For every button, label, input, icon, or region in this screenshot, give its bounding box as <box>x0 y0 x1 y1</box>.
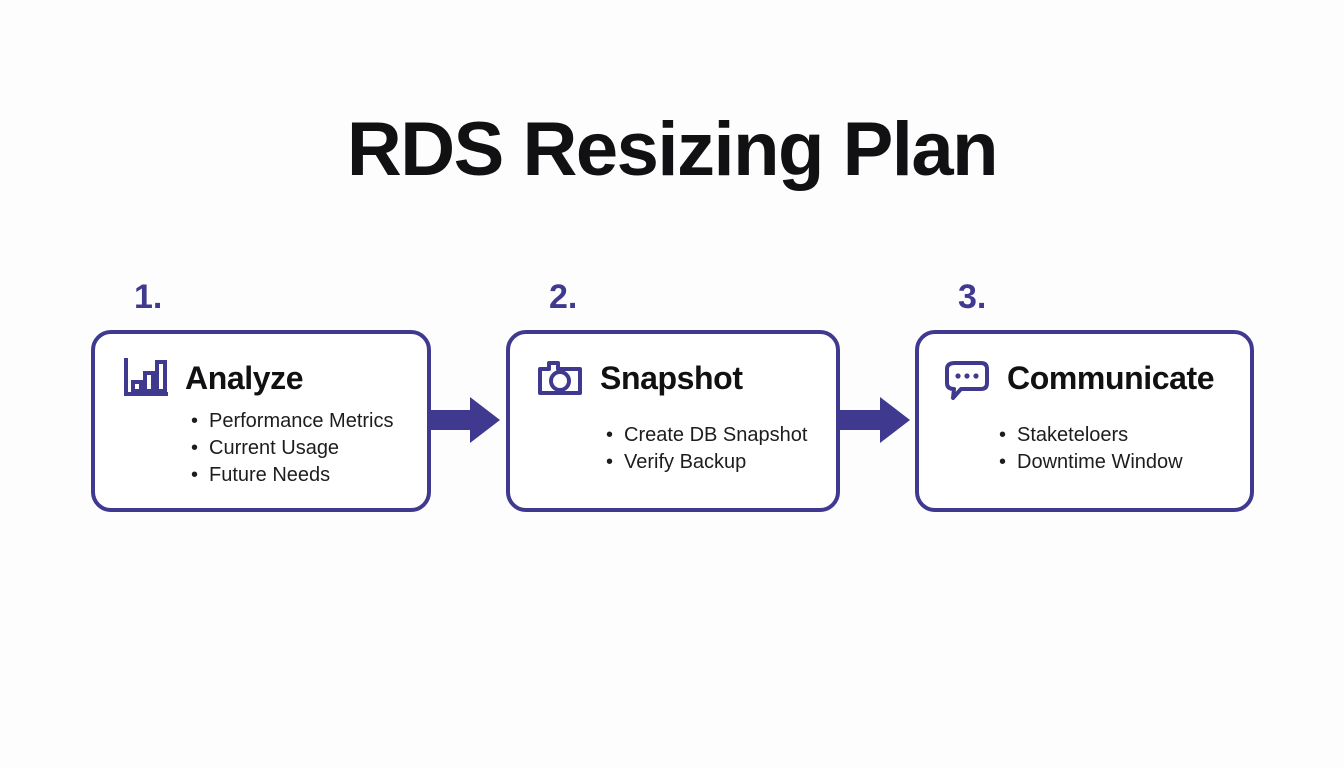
step-title-snapshot: Snapshot <box>600 360 743 396</box>
step-bullets-analyze: Performance Metrics Current Usage Future… <box>191 408 427 489</box>
list-item: Downtime Window <box>999 449 1250 476</box>
arrow-right-icon <box>428 395 500 445</box>
list-item: Create DB Snapshot <box>606 422 836 449</box>
list-item: Staketeloers <box>999 422 1250 449</box>
list-item: Future Needs <box>191 462 427 489</box>
step-number-3: 3. <box>958 278 987 316</box>
card-header: Snapshot <box>510 334 836 400</box>
camera-icon <box>536 356 584 400</box>
card-header: Communicate <box>919 334 1250 400</box>
bar-chart-icon <box>121 356 169 400</box>
list-item: Performance Metrics <box>191 408 427 435</box>
list-item: Current Usage <box>191 435 427 462</box>
speech-bubble-icon <box>943 356 991 400</box>
arrow-right-icon <box>838 395 910 445</box>
step-title-analyze: Analyze <box>185 360 304 396</box>
step-bullets-snapshot: Create DB Snapshot Verify Backup <box>606 422 836 476</box>
step-bullets-communicate: Staketeloers Downtime Window <box>999 422 1250 476</box>
card-header: Analyze <box>95 334 427 400</box>
step-card-analyze: Analyze Performance Metrics Current Usag… <box>91 330 431 512</box>
step-card-snapshot: Snapshot Create DB Snapshot Verify Backu… <box>506 330 840 512</box>
step-card-communicate: Communicate Staketeloers Downtime Window <box>915 330 1254 512</box>
list-item: Verify Backup <box>606 449 836 476</box>
step-number-1: 1. <box>134 278 163 316</box>
page-title: RDS Resizing Plan <box>346 107 999 192</box>
step-title-communicate: Communicate <box>1007 360 1215 396</box>
step-number-2: 2. <box>549 278 578 316</box>
process-flow: 1. Analyze Performance Metrics <box>0 278 1344 522</box>
